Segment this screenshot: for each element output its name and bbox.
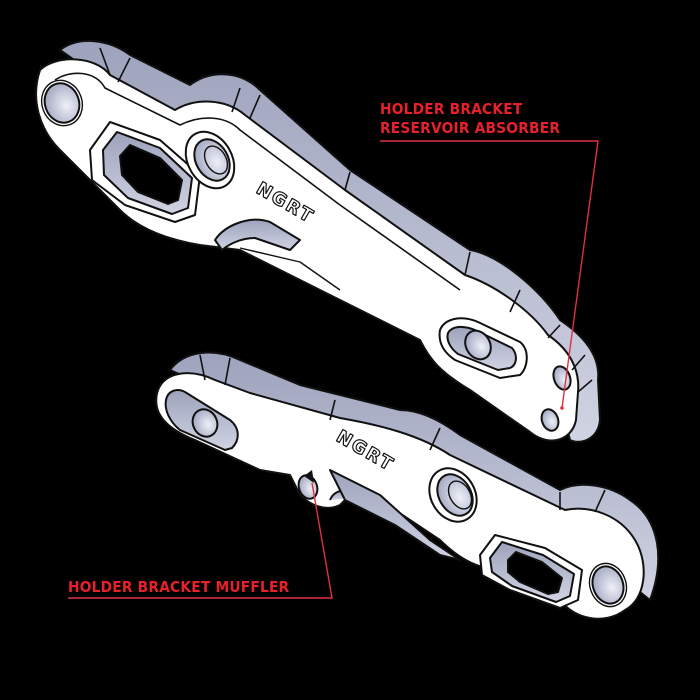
callout-muffler: HOLDER BRACKET MUFFLER	[68, 578, 289, 597]
upper-leader-line	[380, 140, 599, 409]
callout-line-1: HOLDER BRACKET MUFFLER	[68, 578, 290, 596]
callout-line-2: RESERVOIR ABSORBER	[380, 119, 561, 137]
lower-bracket: NGRT	[155, 351, 660, 620]
lower-leader-line	[68, 482, 333, 599]
callout-leaders	[68, 140, 599, 599]
upper-bracket: NGRT	[35, 39, 601, 443]
callout-reservoir-absorber: HOLDER BRACKET RESERVOIR ABSORBER	[380, 100, 560, 138]
callout-line-1: HOLDER BRACKET	[380, 100, 523, 118]
